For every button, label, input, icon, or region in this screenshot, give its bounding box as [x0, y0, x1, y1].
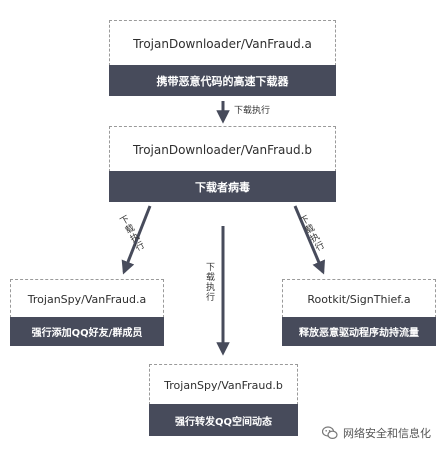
edge-label-a-to-b: 下载执行	[234, 106, 271, 116]
node-rootkit: Rootkit/SignThief.a 释放恶意驱动程序劫持流量	[282, 279, 436, 346]
watermark: 网络安全和信息化	[322, 425, 431, 441]
node-spy-b-name: TrojanSpy/VanFraud.b	[149, 364, 298, 405]
node-rootkit-name: Rootkit/SignThief.a	[282, 279, 436, 318]
node-spy-b: TrojanSpy/VanFraud.b 强行转发QQ空间动态	[149, 364, 298, 436]
node-downloader-b-name: TrojanDownloader/VanFraud.b	[109, 126, 336, 172]
node-downloader-b: TrojanDownloader/VanFraud.b 下载者病毒	[109, 126, 336, 202]
arrow-b-to-rootkit	[293, 205, 325, 275]
arrow-b-to-spy-a	[121, 205, 152, 275]
edge-label-b-to-spy-b: 下载执行	[204, 262, 214, 302]
node-downloader-b-desc: 下载者病毒	[109, 171, 336, 202]
node-downloader-a-desc: 携带恶意代码的高速下载器	[109, 65, 336, 96]
node-downloader-a: TrojanDownloader/VanFraud.a 携带恶意代码的高速下载器	[109, 20, 336, 96]
node-spy-a: TrojanSpy/VanFraud.a 强行添加QQ好友/群成员	[10, 279, 164, 346]
node-spy-a-desc: 强行添加QQ好友/群成员	[10, 317, 164, 346]
watermark-text: 网络安全和信息化	[343, 427, 431, 440]
node-rootkit-desc: 释放恶意驱动程序劫持流量	[282, 317, 436, 346]
node-spy-b-desc: 强行转发QQ空间动态	[149, 404, 298, 436]
node-downloader-a-name: TrojanDownloader/VanFraud.a	[109, 20, 336, 66]
node-spy-a-name: TrojanSpy/VanFraud.a	[10, 279, 164, 318]
wechat-icon	[322, 426, 338, 440]
